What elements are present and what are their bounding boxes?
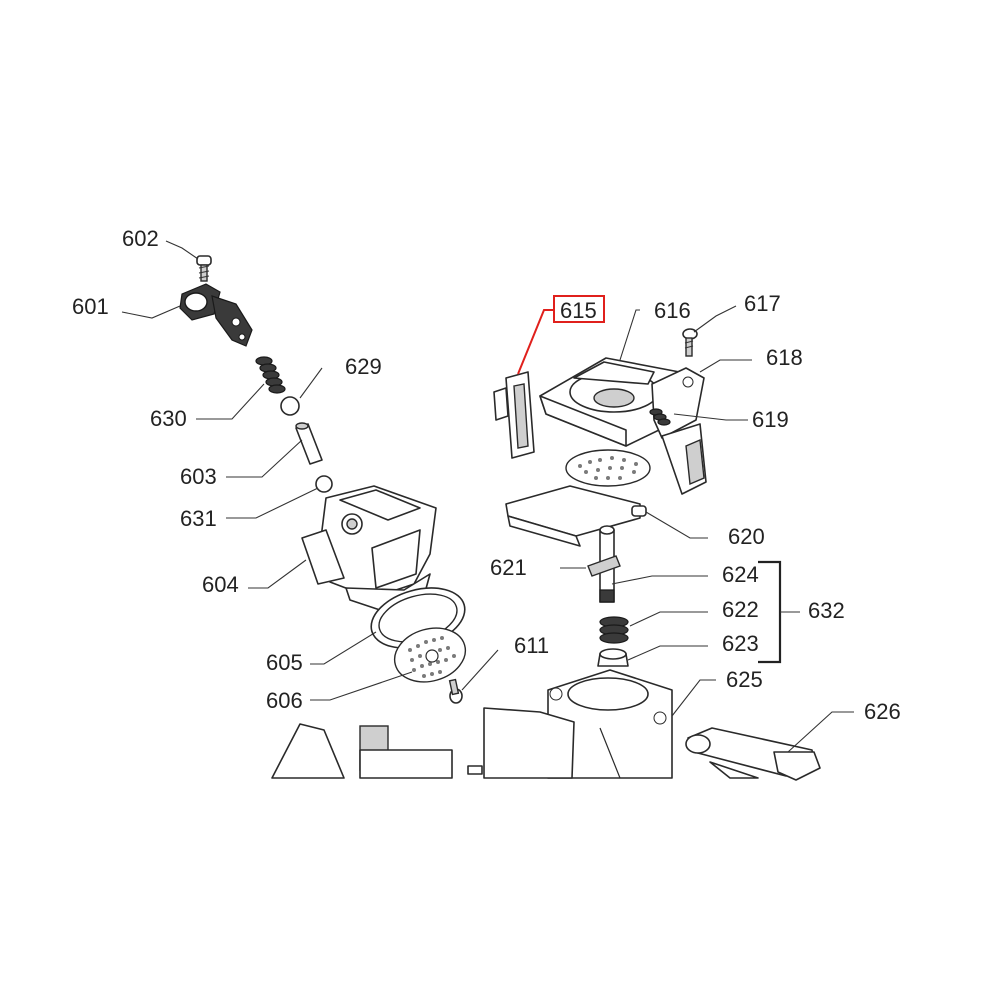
part-611-screw[interactable]: [448, 678, 463, 704]
part-619-spring[interactable]: [649, 408, 671, 426]
label-623[interactable]: 623: [722, 631, 759, 656]
label-604[interactable]: 604: [202, 572, 239, 597]
label-624[interactable]: 624: [722, 562, 759, 587]
part-604-housing[interactable]: [301, 485, 437, 611]
label-615[interactable]: 615: [560, 298, 597, 323]
part-606-filter[interactable]: [388, 620, 472, 690]
part-620-ejector[interactable]: [505, 485, 647, 547]
part-617-screw[interactable]: [682, 328, 698, 357]
part-626-shaft[interactable]: [685, 727, 821, 781]
label-629[interactable]: 629: [345, 354, 382, 379]
part-629-ball[interactable]: [280, 396, 300, 416]
part-618-bracket[interactable]: [651, 367, 707, 495]
perforated-disc: [565, 449, 651, 487]
part-622-spring[interactable]: [599, 616, 629, 644]
leader-lines: [121, 240, 854, 753]
label-617[interactable]: 617: [744, 291, 781, 316]
part-630-spring[interactable]: [255, 356, 286, 394]
part-631-ball[interactable]: [315, 475, 333, 493]
part-625-frame[interactable]: [483, 669, 673, 779]
highlight-box-615: [553, 295, 605, 323]
part-615-slider[interactable]: [493, 371, 535, 459]
label-618[interactable]: 618: [766, 345, 803, 370]
part-603-pin[interactable]: [295, 422, 323, 465]
callout-labels: 602 601 630 629 603 631 604 605 606 611 …: [72, 226, 901, 724]
label-621[interactable]: 621: [490, 555, 527, 580]
label-620[interactable]: 620: [728, 524, 765, 549]
label-626[interactable]: 626: [864, 699, 901, 724]
group-bracket-632: [758, 560, 782, 664]
label-611[interactable]: 611: [514, 633, 549, 658]
label-632[interactable]: 632: [808, 598, 845, 623]
base-frame-fragments: [271, 723, 483, 779]
label-619[interactable]: 619: [752, 407, 789, 432]
label-603[interactable]: 603: [180, 464, 217, 489]
label-602[interactable]: 602: [122, 226, 159, 251]
label-622[interactable]: 622: [722, 597, 759, 622]
part-623-cup[interactable]: [597, 648, 629, 667]
label-605[interactable]: 605: [266, 650, 303, 675]
label-601[interactable]: 601: [72, 294, 109, 319]
part-616-funnel[interactable]: [539, 357, 691, 447]
highlight-leader-615: [517, 309, 554, 375]
label-606[interactable]: 606: [266, 688, 303, 713]
label-625[interactable]: 625: [726, 667, 763, 692]
label-631[interactable]: 631: [180, 506, 217, 531]
part-601-lever[interactable]: [179, 283, 253, 347]
label-630[interactable]: 630: [150, 406, 187, 431]
part-624-spindle[interactable]: [587, 525, 621, 603]
part-602-screw[interactable]: [196, 255, 212, 282]
label-616[interactable]: 616: [654, 298, 691, 323]
